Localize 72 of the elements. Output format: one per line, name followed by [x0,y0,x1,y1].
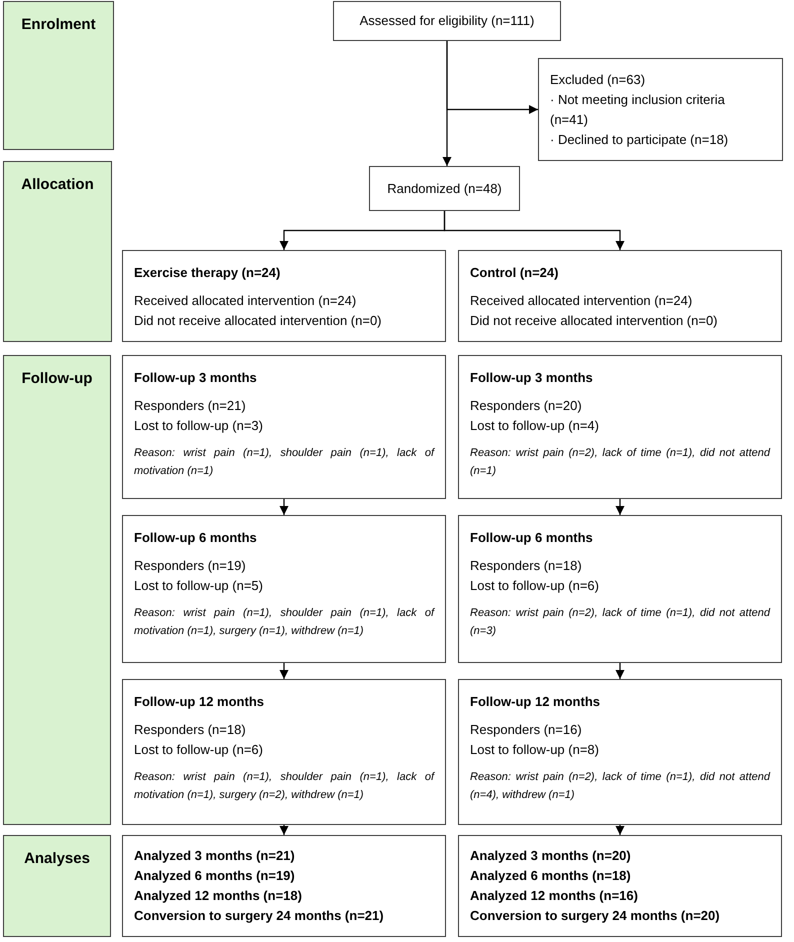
reason-note: Reason: wrist pain (n=2), lack of time (n=1), did not attend (n=3) [470,606,770,639]
box-text: Assessed for eligibility (n=111) [360,12,534,30]
process-box [458,835,782,937]
box-text: Lost to follow-up (n=4) [470,417,600,435]
stage-band [3,1,114,150]
arrow [280,663,288,679]
box-heading: Exercise therapy (n=24) [134,264,282,282]
box-text: Responders (n=20) [470,397,583,415]
box-text: Randomized (n=48) [387,180,502,198]
box-text: Analyzed 3 months (n=20) [470,847,632,865]
arrow [446,41,538,114]
box-text: Did not receive allocated intervention (n=0) [134,312,383,330]
box-heading: Control (n=24) [470,264,560,282]
box-text: Responders (n=18) [470,557,583,575]
box-text: Lost to follow-up (n=3) [134,417,264,435]
box-text: Responders (n=19) [134,557,247,575]
box-text: Received allocated intervention (n=24) [134,292,358,310]
stage-label: Allocation [21,175,94,195]
stage-label: Enrolment [21,15,96,35]
box-text: Analyzed 12 months (n=18) [134,887,303,905]
process-box [458,515,782,663]
box-text: · Not meeting inclusion criteria (n=41) [550,91,726,129]
arrow [616,499,624,515]
box-heading: Follow-up 12 months [470,693,601,711]
process-box [122,679,446,825]
box-text: Responders (n=18) [134,721,247,739]
reason-note: Reason: wrist pain (n=1), shoulder pain (n=1), lack of motivation (n=1), surgery (n=2), withdrew (n=1) [134,770,434,803]
stage-band [3,355,111,825]
box-text: Did not receive allocated intervention (n=0) [470,312,719,330]
box-text: Excluded (n=63) [550,71,646,89]
process-box [458,679,782,825]
process-box [369,166,520,211]
box-text: Lost to follow-up (n=6) [134,741,264,759]
box-text: Received allocated intervention (n=24) [470,292,694,310]
box-text: · Declined to participate (n=18) [550,131,730,149]
stage-label: Follow-up [22,369,92,389]
box-heading: Follow-up 3 months [134,369,258,387]
box-text: Analyzed 6 months (n=18) [470,867,632,885]
arrow [444,211,624,250]
stage-band [3,835,111,937]
process-box [122,355,446,499]
process-box [538,58,783,161]
process-box [122,515,446,663]
box-text: Analyzed 3 months (n=21) [134,847,296,865]
arrow [616,825,624,835]
process-box [333,1,561,41]
process-box [122,835,446,937]
stage-band [3,161,112,342]
arrow [280,825,288,835]
box-text: Conversion to surgery 24 months (n=20) [470,907,721,925]
stage-label: Analyses [24,849,90,869]
reason-note: Reason: wrist pain (n=2), lack of time (n=1), did not attend (n=1) [470,446,770,479]
box-text: Lost to follow-up (n=6) [470,577,600,595]
box-text: Lost to follow-up (n=5) [134,577,264,595]
box-text: Lost to follow-up (n=8) [470,741,600,759]
box-heading: Follow-up 6 months [470,529,594,547]
box-text: Analyzed 12 months (n=16) [470,887,639,905]
process-box [122,250,446,342]
arrow [616,663,624,679]
box-text: Conversion to surgery 24 months (n=21) [134,907,385,925]
process-box [458,355,782,499]
box-heading: Follow-up 6 months [134,529,258,547]
box-text: Responders (n=16) [470,721,583,739]
box-heading: Follow-up 3 months [470,369,594,387]
reason-note: Reason: wrist pain (n=1), shoulder pain (n=1), lack of motivation (n=1) [134,446,434,479]
process-box [458,250,782,342]
box-text: Responders (n=21) [134,397,247,415]
box-heading: Follow-up 12 months [134,693,265,711]
reason-note: Reason: wrist pain (n=1), shoulder pain (n=1), lack of motivation (n=1), surgery (n=1), withdrew (n=1) [134,606,434,639]
box-text: Analyzed 6 months (n=19) [134,867,296,885]
arrow [280,499,288,515]
reason-note: Reason: wrist pain (n=2), lack of time (n=1), did not attend (n=4), withdrew (n=1) [470,770,770,803]
